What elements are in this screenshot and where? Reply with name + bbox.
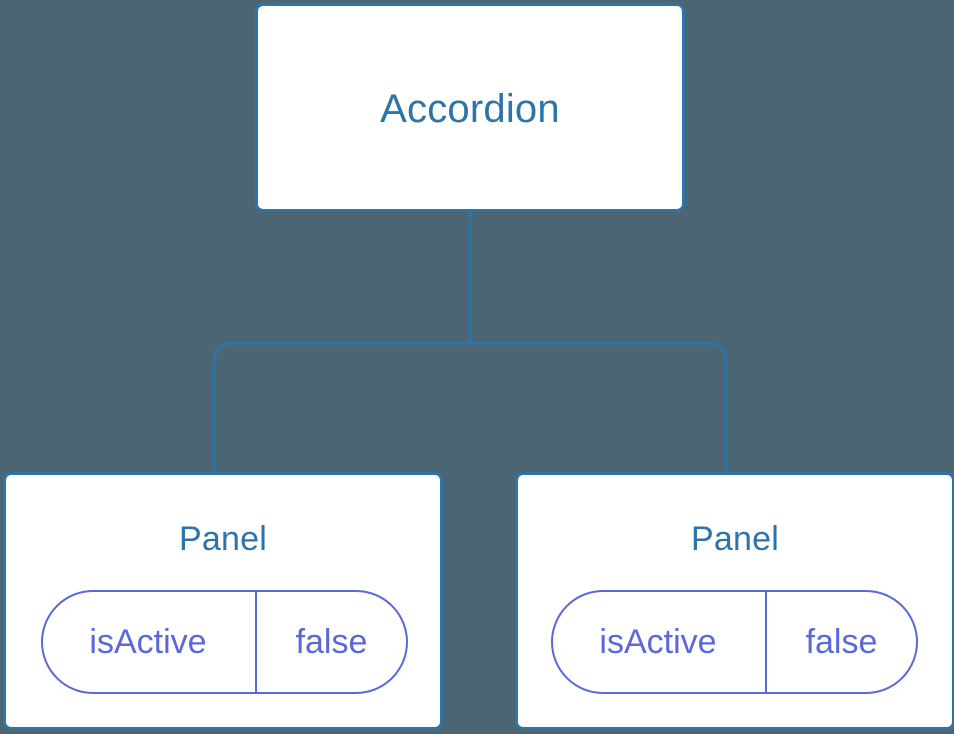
prop-key-isactive-right: isActive [553, 592, 767, 692]
prop-key-isactive-left: isActive [43, 592, 257, 692]
connector-branch-left [212, 341, 470, 476]
prop-pill-isactive-right[interactable]: isActive false [551, 590, 918, 694]
node-panel-left[interactable]: Panel isActive false [3, 472, 443, 730]
prop-value-isactive-left: false [295, 623, 368, 661]
node-accordion-label: Accordion [380, 87, 560, 131]
node-panel-left-label: Panel [179, 520, 267, 558]
node-accordion[interactable]: Accordion [255, 3, 685, 212]
prop-value-isactive-right: false [805, 623, 878, 661]
node-panel-right[interactable]: Panel isActive false [515, 472, 954, 730]
node-panel-right-label: Panel [691, 520, 779, 558]
connector-branch-right [470, 341, 728, 476]
prop-pill-isactive-left[interactable]: isActive false [41, 590, 408, 694]
